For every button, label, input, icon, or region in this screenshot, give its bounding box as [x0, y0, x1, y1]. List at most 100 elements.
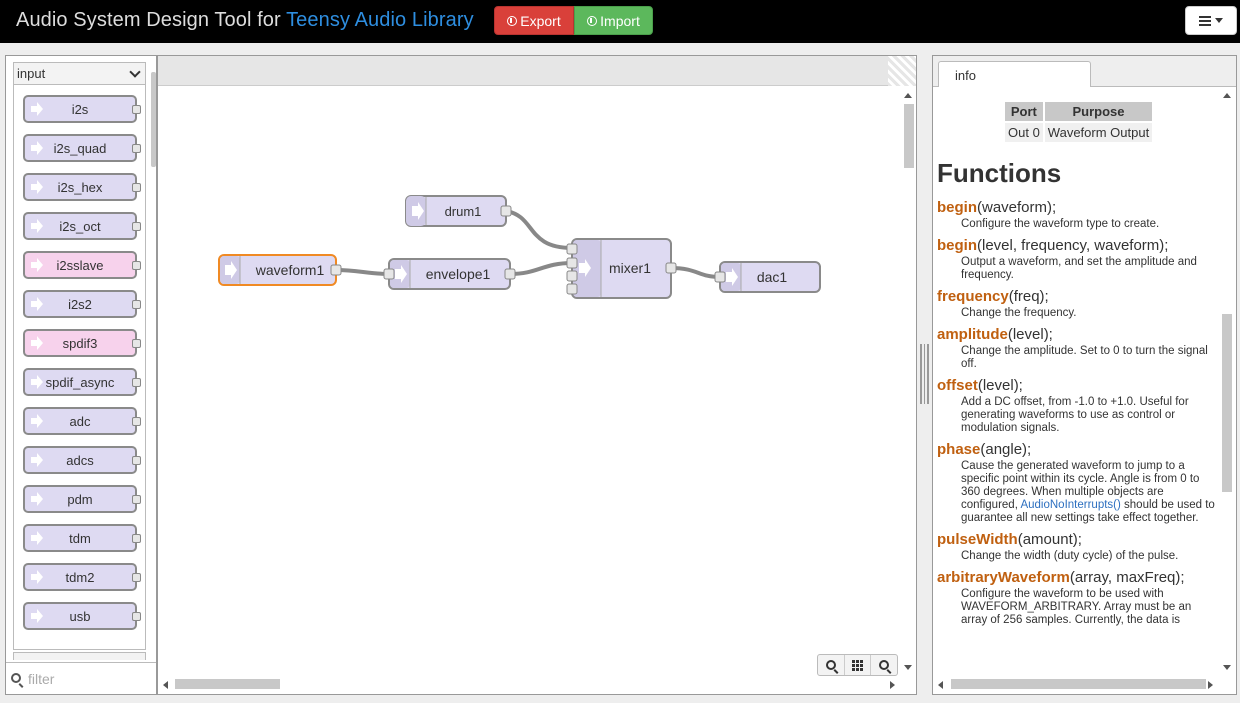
info-content: Port Purpose Out 0 Waveform Output Funct… [937, 100, 1219, 633]
node-label-waveform1: waveform1 [255, 262, 325, 278]
palette-node[interactable]: i2s_hex [23, 173, 141, 201]
node-envelope1[interactable]: envelope1 [383, 258, 516, 290]
info-vertical-scrollbar[interactable] [1222, 314, 1232, 492]
palette-node[interactable]: adc [23, 407, 141, 435]
info-scroll-left-arrow-icon[interactable] [938, 681, 943, 689]
scroll-down-arrow-icon[interactable] [904, 665, 912, 670]
function-description: Add a DC offset, from -1.0 to +1.0. Usef… [937, 396, 1219, 435]
scroll-up-arrow-icon[interactable] [904, 93, 912, 98]
search-icon [11, 673, 21, 683]
function-desc-text: should be used to guarantee all new sett… [961, 499, 1215, 524]
port-in-dac1[interactable] [714, 271, 726, 283]
function-desc-text: Change the frequency. [961, 307, 1077, 319]
palette-node-port [132, 534, 141, 543]
arrow-icon [31, 375, 43, 389]
palette-node[interactable]: tdm [23, 524, 141, 552]
wire-waveform1-envelope1[interactable] [335, 268, 390, 276]
info-horizontal-scrollbar[interactable] [951, 679, 1206, 689]
function-doc-link[interactable]: AudioNoInterrupts() [1020, 499, 1121, 511]
palette-node[interactable]: tdm2 [23, 563, 141, 591]
palette-node-label: usb [69, 608, 91, 624]
palette-category-header[interactable]: input [14, 63, 145, 85]
palette-node[interactable]: spdif3 [23, 329, 141, 357]
port-cell: Out 0 [1005, 123, 1043, 142]
port-in-mixer1-3[interactable] [566, 283, 578, 295]
palette-node[interactable]: adcs [23, 446, 141, 474]
palette-scrollbar[interactable] [151, 72, 156, 167]
function-entry: pulseWidth(amount);Change the width (dut… [937, 531, 1219, 563]
port-out-drum1[interactable] [500, 205, 512, 217]
function-list: begin(waveform);Configure the waveform t… [937, 199, 1219, 627]
palette-node[interactable]: spdif_async [23, 368, 141, 396]
main-menu-button[interactable] [1185, 6, 1237, 35]
export-icon [507, 15, 518, 26]
node-mixer1[interactable]: mixer1 [566, 238, 677, 299]
node-dac1[interactable]: dac1 [714, 261, 821, 293]
function-signature: frequency(freq); [937, 288, 1219, 305]
info-panel: info Port Purpose Out 0 Waveform Output … [932, 55, 1237, 695]
port-table-header: Port [1005, 102, 1043, 121]
tab-info[interactable]: info [938, 61, 1091, 87]
node-drum1[interactable]: drum1 [405, 195, 512, 227]
palette-node-label: i2s_quad [53, 140, 107, 156]
port-out-envelope1[interactable] [504, 268, 516, 280]
palette-node[interactable]: i2s [23, 95, 141, 123]
palette-node-port [132, 222, 141, 231]
port-in-mixer1-1[interactable] [566, 257, 578, 269]
zoom-in-button[interactable] [871, 655, 897, 675]
workspace[interactable]: drum1 waveform1 envelope1 [157, 55, 917, 695]
port-in-mixer1-0[interactable] [566, 243, 578, 255]
function-entry: phase(angle);Cause the generated wavefor… [937, 441, 1219, 525]
export-button[interactable]: Export [494, 6, 574, 35]
palette-node-port [132, 300, 141, 309]
zoom-out-button[interactable] [818, 655, 845, 675]
zoom-reset-button[interactable] [845, 655, 872, 675]
palette-node-port [132, 612, 141, 621]
function-description: Configure the waveform type to create. [937, 218, 1219, 231]
port-out-waveform1[interactable] [330, 264, 342, 276]
function-entry: begin(waveform);Configure the waveform t… [937, 199, 1219, 231]
palette-node[interactable]: i2s_oct [23, 212, 141, 240]
function-desc-text: Cause the generated waveform to jump to … [961, 460, 1200, 511]
palette-node-port [132, 573, 141, 582]
filter-placeholder: filter [28, 671, 55, 687]
wire-drum1-mixer1[interactable] [505, 209, 573, 250]
workspace-horizontal-scrollbar[interactable] [175, 679, 280, 689]
port-in-mixer1-2[interactable] [566, 270, 578, 282]
wire-envelope1-mixer1[interactable] [509, 261, 573, 276]
palette-category-output[interactable] [13, 652, 146, 660]
palette-node[interactable]: i2s_quad [23, 134, 141, 162]
function-name: phase [937, 441, 981, 458]
palette-node[interactable]: usb [23, 602, 141, 630]
palette-node-port [132, 183, 141, 192]
scroll-right-arrow-icon[interactable] [890, 681, 895, 689]
palette-node-label: spdif_async [45, 374, 115, 390]
function-description: Output a waveform, and set the amplitude… [937, 256, 1219, 282]
palette-node[interactable]: i2s2 [23, 290, 141, 318]
port-out-mixer1[interactable] [665, 262, 677, 274]
workspace-tab-bar-end [888, 56, 916, 86]
flow-canvas[interactable]: drum1 waveform1 envelope1 [158, 56, 916, 694]
node-waveform1[interactable]: waveform1 [218, 254, 342, 286]
workspace-vertical-scrollbar[interactable] [904, 104, 914, 168]
info-scroll-right-arrow-icon[interactable] [1208, 681, 1213, 689]
info-scroll-down-arrow-icon[interactable] [1223, 665, 1231, 670]
function-signature: arbitraryWaveform(array, maxFreq); [937, 569, 1219, 586]
panel-splitter[interactable] [920, 344, 929, 404]
filter-input[interactable]: filter [6, 662, 156, 694]
function-name: begin [937, 237, 977, 254]
app-header: Audio System Design Tool for Teensy Audi… [0, 0, 1240, 43]
function-desc-text: Output a waveform, and set the amplitude… [961, 256, 1197, 281]
palette-node[interactable]: i2sslave [23, 251, 141, 279]
import-button[interactable]: Import [574, 6, 653, 35]
info-scroll-up-arrow-icon[interactable] [1223, 93, 1231, 98]
library-link[interactable]: Teensy Audio Library [286, 9, 474, 31]
palette-node[interactable]: pdm [23, 485, 141, 513]
palette-node-label: tdm [69, 530, 91, 546]
wire-mixer1-dac1[interactable] [670, 266, 721, 279]
scroll-left-arrow-icon[interactable] [163, 681, 168, 689]
palette-node-port [132, 378, 141, 387]
chevron-down-icon [129, 66, 141, 78]
port-in-envelope1[interactable] [383, 268, 395, 280]
hamburger-icon [1199, 15, 1211, 26]
